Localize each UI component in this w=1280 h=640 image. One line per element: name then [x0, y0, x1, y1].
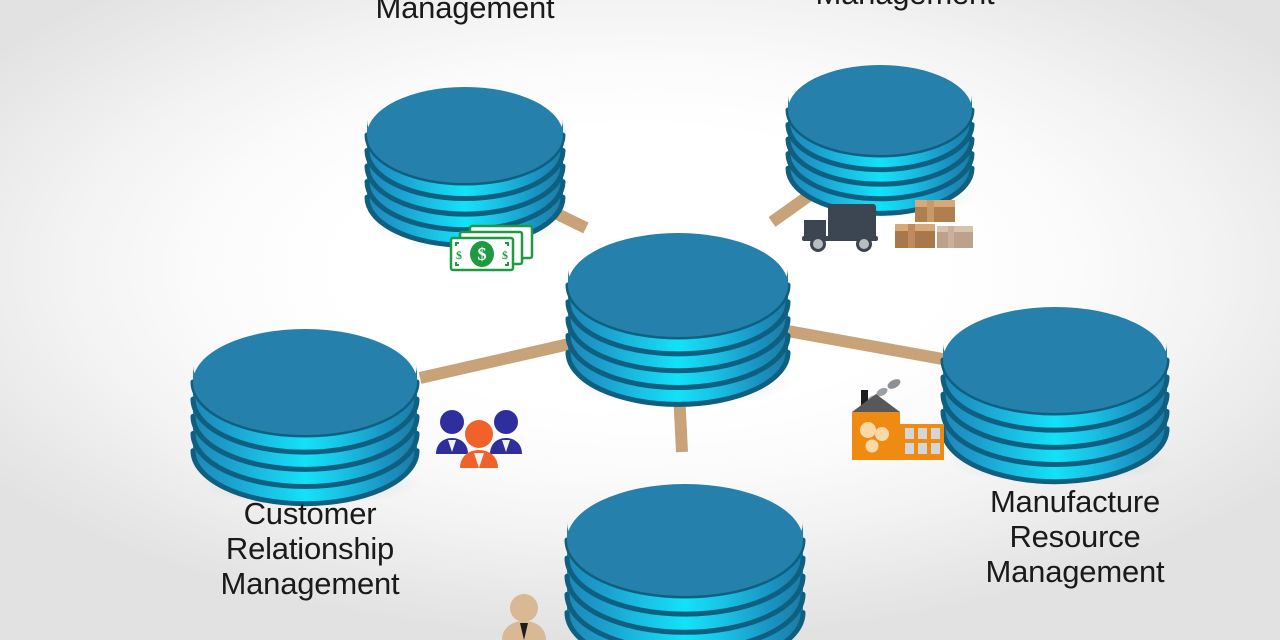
factory-icon [846, 372, 950, 468]
label-supply-chain-management: Management [740, 0, 1070, 11]
supply-chain-management-database[interactable] [785, 65, 976, 216]
customer-relationship-management-database[interactable] [190, 329, 421, 507]
svg-text:$: $ [502, 248, 508, 262]
people-icon [434, 404, 526, 470]
svg-text:$: $ [456, 248, 462, 262]
label-customer-relationship-management: Customer Relationship Management [220, 496, 400, 601]
label-manufacture-resource-management: Manufacture Resource Management [985, 484, 1165, 589]
truck-icon [800, 196, 890, 256]
person-icon [496, 592, 552, 640]
svg-text:$: $ [478, 244, 487, 264]
boxes-icon [893, 198, 975, 254]
human-resource-management-database[interactable] [564, 484, 807, 640]
central-erp-database[interactable] [565, 233, 792, 407]
money-icon: $ $ $ [448, 222, 544, 274]
connector-center-to-right [780, 324, 950, 366]
manufacture-resource-management-database[interactable] [940, 307, 1171, 485]
label-financial-management: Management [375, 0, 555, 25]
connector-center-to-left [418, 336, 580, 384]
